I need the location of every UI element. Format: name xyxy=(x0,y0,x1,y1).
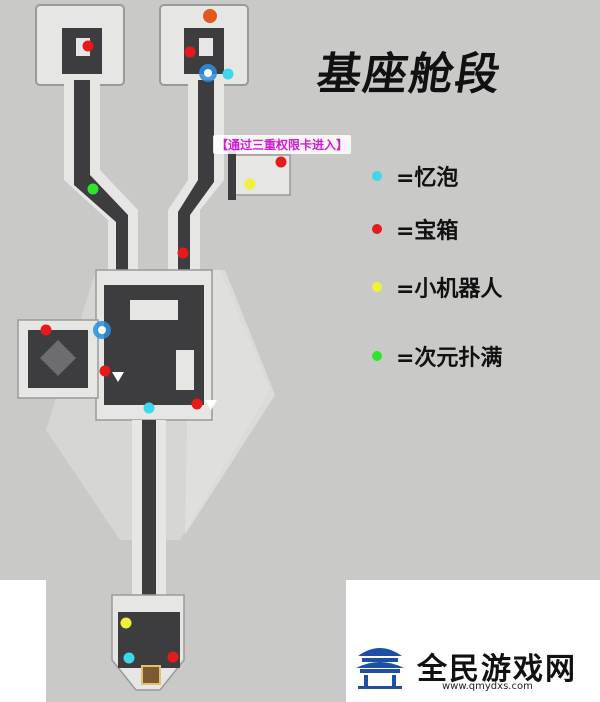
watermark: 全民游戏网 www.qmydxs.com xyxy=(352,636,592,696)
watermark-url: www.qmydxs.com xyxy=(442,681,533,692)
corridor-right-upper xyxy=(168,80,224,270)
legend-item-small-robot: =小机器人 xyxy=(372,271,502,303)
boss-marker-icon xyxy=(203,9,217,23)
white-margin-right xyxy=(346,580,600,702)
direction-arrow-icon xyxy=(205,400,217,410)
memory-bubble-dot[interactable] xyxy=(222,68,234,80)
legend-item-treasure-chest: =宝箱 xyxy=(372,213,458,245)
treasure-chest-legend-icon xyxy=(372,224,382,234)
space-anchor-icon[interactable] xyxy=(199,64,217,82)
dimension-piggybank-legend-icon xyxy=(372,351,382,361)
memory-bubble-dot[interactable] xyxy=(123,652,135,664)
legend-label: =小机器人 xyxy=(396,277,503,302)
small-robot-dot[interactable] xyxy=(244,178,256,190)
white-margin-left xyxy=(0,580,46,702)
legend-item-dimension-piggybank: =次元扑满 xyxy=(372,340,502,372)
watermark-text: 全民游戏网 xyxy=(417,652,577,687)
dimension-piggybank-dot[interactable] xyxy=(87,183,99,195)
pagoda-logo-icon xyxy=(356,648,404,689)
map-title: 基座舱段 xyxy=(313,49,505,100)
legend-label: =次元扑满 xyxy=(396,346,503,371)
treasure-chest-dot[interactable] xyxy=(99,365,111,377)
treasure-chest-dot[interactable] xyxy=(275,156,287,168)
small-robot-legend-icon xyxy=(372,282,382,292)
memory-bubble-legend-icon xyxy=(372,171,382,181)
legend-label: =宝箱 xyxy=(396,219,459,244)
treasure-chest-dot[interactable] xyxy=(82,40,94,52)
space-anchor-icon[interactable] xyxy=(93,321,111,339)
legend-item-memory-bubble: =忆泡 xyxy=(372,160,458,192)
treasure-chest-dot[interactable] xyxy=(167,651,179,663)
legend-label: =忆泡 xyxy=(396,166,459,191)
direction-arrow-icon xyxy=(112,372,124,382)
small-robot-dot[interactable] xyxy=(120,617,132,629)
treasure-chest-dot[interactable] xyxy=(184,46,196,58)
treasure-chest-dot[interactable] xyxy=(40,324,52,336)
access-requirement-label: 【通过三重权限卡进入】 xyxy=(213,135,352,154)
memory-bubble-dot[interactable] xyxy=(143,402,155,414)
treasure-chest-dot[interactable] xyxy=(191,398,203,410)
treasure-chest-dot[interactable] xyxy=(177,247,189,259)
exit-marker-icon[interactable] xyxy=(141,665,161,685)
